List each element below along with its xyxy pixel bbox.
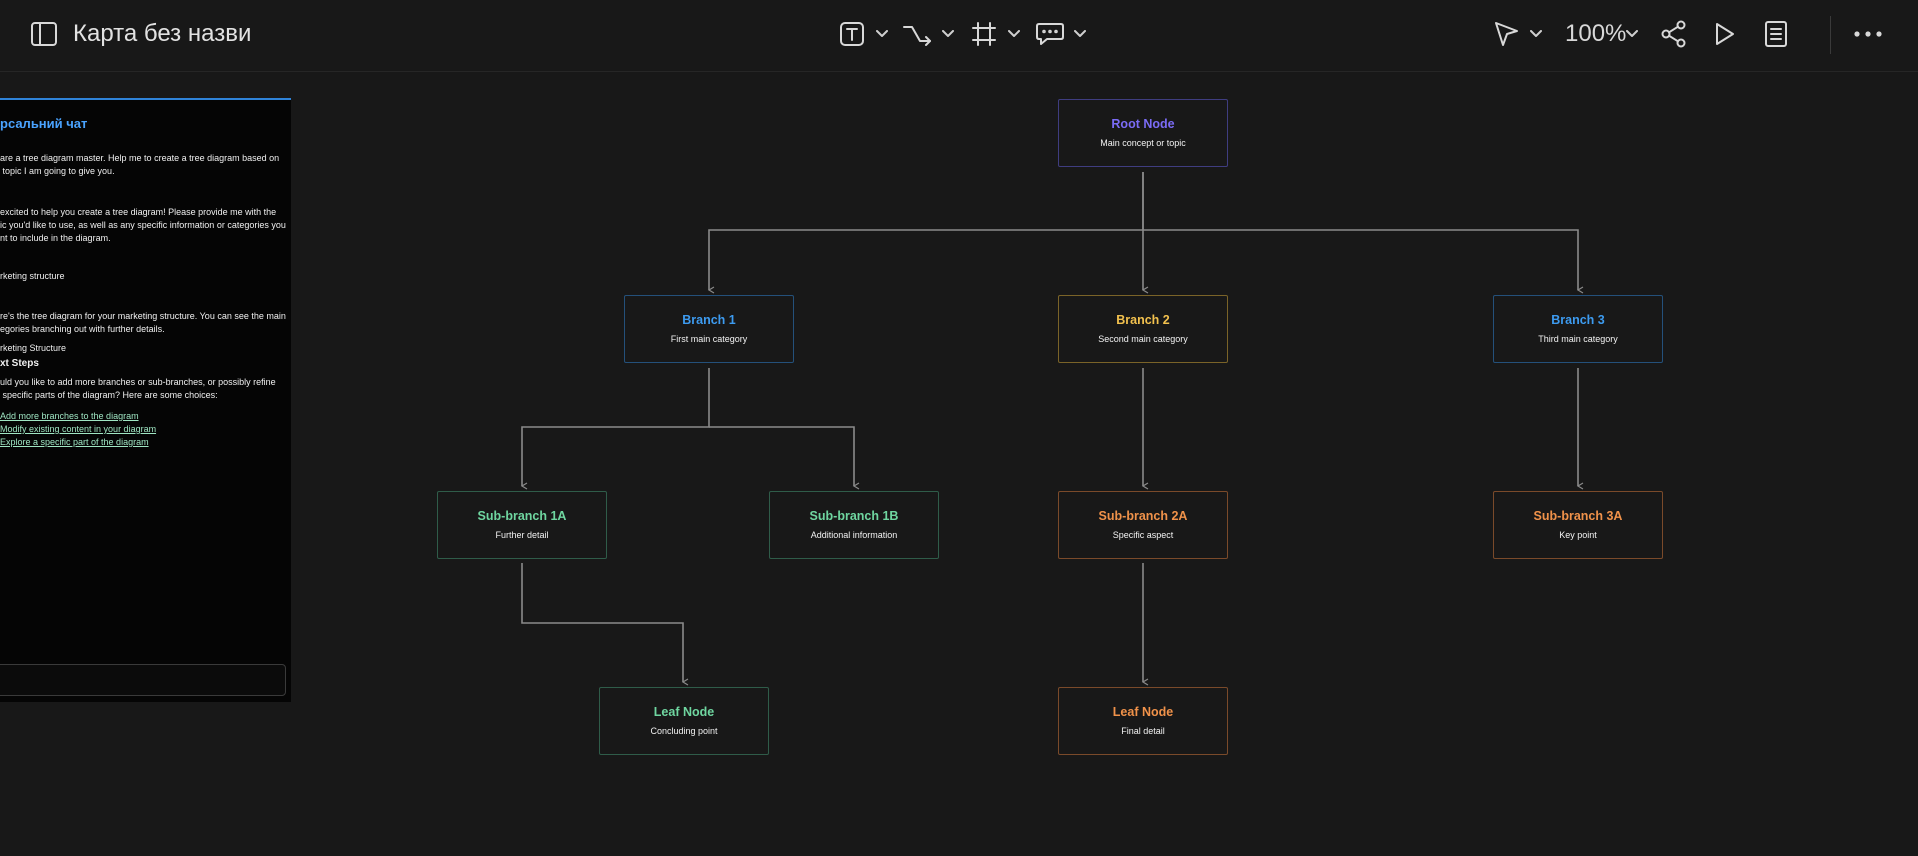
node-subtitle: Final detail [1121,726,1165,736]
node-title: Branch 1 [682,313,736,327]
comment-tool-dropdown[interactable] [1072,26,1088,42]
chat-message: re's the tree diagram for your marketing… [0,311,286,334]
node-subtitle: Third main category [1538,334,1618,344]
node-subtitle: Main concept or topic [1100,138,1186,148]
node-title: Branch 3 [1551,313,1605,327]
share-button[interactable] [1658,18,1690,50]
chevron-down-icon [1530,30,1542,37]
select-tool-button[interactable] [1490,18,1522,50]
chat-next-steps-heading: xt Steps [0,358,39,369]
chat-option-link[interactable]: Add more branches to the diagram [0,411,139,421]
node-branch-1[interactable]: Branch 1 First main category [624,295,794,363]
node-sub-branch-2a[interactable]: Sub-branch 2A Specific aspect [1058,491,1228,559]
connector-icon [903,26,931,46]
node-subtitle: Further detail [495,530,549,540]
node-subtitle: Specific aspect [1112,530,1174,540]
frame-tool-dropdown[interactable] [1006,26,1022,42]
node-title: Sub-branch 1B [809,509,899,523]
edge-branch1-sub1b [709,426,860,490]
node-title: Root Node [1111,117,1175,131]
document-title[interactable]: Карта без назви [73,20,252,47]
node-subtitle: Concluding point [650,726,718,736]
edge-sub1a-leaf1 [521,563,689,686]
node-root[interactable]: Root Node Main concept or topic [1058,99,1228,167]
chevron-down-icon [1008,30,1020,37]
diagram-connectors [520,172,1584,686]
edge-root-branch1 [707,172,1144,294]
node-branch-3[interactable]: Branch 3 Third main category [1493,295,1663,363]
node-title: Leaf Node [1112,705,1174,719]
comment-icon [1036,23,1064,45]
chevron-down-icon [942,30,954,37]
chevron-down-icon [1626,30,1638,37]
more-options-button[interactable] [1852,18,1884,50]
pointer-icon [1495,22,1518,46]
chat-panel: рсальний чат are a tree diagram master. … [0,98,291,702]
node-title: Leaf Node [653,705,715,719]
sidebar-panel-icon [31,22,57,46]
node-leaf-2[interactable]: Leaf Node Final detail [1058,687,1228,755]
text-tool-button[interactable] [836,18,868,50]
chat-message: rketing structure [0,271,65,281]
text-icon [840,22,864,46]
share-icon [1661,20,1686,48]
chevron-down-icon [876,30,888,37]
document-list-icon [1765,21,1787,47]
node-title: Sub-branch 3A [1533,509,1623,523]
node-sub-branch-1b[interactable]: Sub-branch 1B Additional information [769,491,939,559]
frame-tool-button[interactable] [968,18,1000,50]
sidebar-toggle-button[interactable] [28,18,60,50]
node-sub-branch-3a[interactable]: Sub-branch 3A Key point [1493,491,1663,559]
toolbar-divider [1830,16,1831,54]
node-branch-2[interactable]: Branch 2 Second main category [1058,295,1228,363]
node-title: Branch 2 [1116,313,1170,327]
chat-input[interactable] [0,664,286,696]
connector-tool-button[interactable] [900,18,936,50]
edge-root-branch3 [1143,229,1584,294]
node-leaf-1[interactable]: Leaf Node Concluding point [599,687,769,755]
node-subtitle: Additional information [810,530,898,540]
edge-branch1-sub1a [520,368,710,490]
chat-message: rketing Structure [0,343,67,353]
chat-message: uld you like to add more branches or sub… [0,377,276,400]
chat-option-link[interactable]: Modify existing content in your diagram [0,424,157,434]
chat-message: are a tree diagram master. Help me to cr… [0,153,280,176]
node-subtitle: First main category [670,334,748,344]
select-tool-dropdown[interactable] [1528,26,1544,42]
frame-icon [972,22,996,46]
present-button[interactable] [1708,18,1740,50]
chat-option-link[interactable]: Explore a specific part of the diagram [0,437,149,447]
node-subtitle: Second main category [1098,334,1188,344]
zoom-level[interactable]: 100% [1565,20,1627,47]
top-toolbar: Карта без назви 100% [0,0,1918,72]
zoom-dropdown[interactable] [1624,26,1640,42]
chat-title: рсальний чат [0,116,88,131]
diagram-canvas[interactable]: Root Node Main concept or topic Branch 1… [0,72,1918,856]
chat-message: excited to help you create a tree diagra… [0,207,286,243]
node-title: Sub-branch 2A [1098,509,1188,523]
node-title: Sub-branch 1A [477,509,567,523]
outline-button[interactable] [1760,18,1792,50]
play-icon [1716,23,1734,45]
node-sub-branch-1a[interactable]: Sub-branch 1A Further detail [437,491,607,559]
node-subtitle: Key point [1559,530,1597,540]
connector-tool-dropdown[interactable] [940,26,956,42]
text-tool-dropdown[interactable] [874,26,890,42]
more-horizontal-icon [1854,31,1882,37]
comment-tool-button[interactable] [1033,18,1067,50]
chevron-down-icon [1074,30,1086,37]
